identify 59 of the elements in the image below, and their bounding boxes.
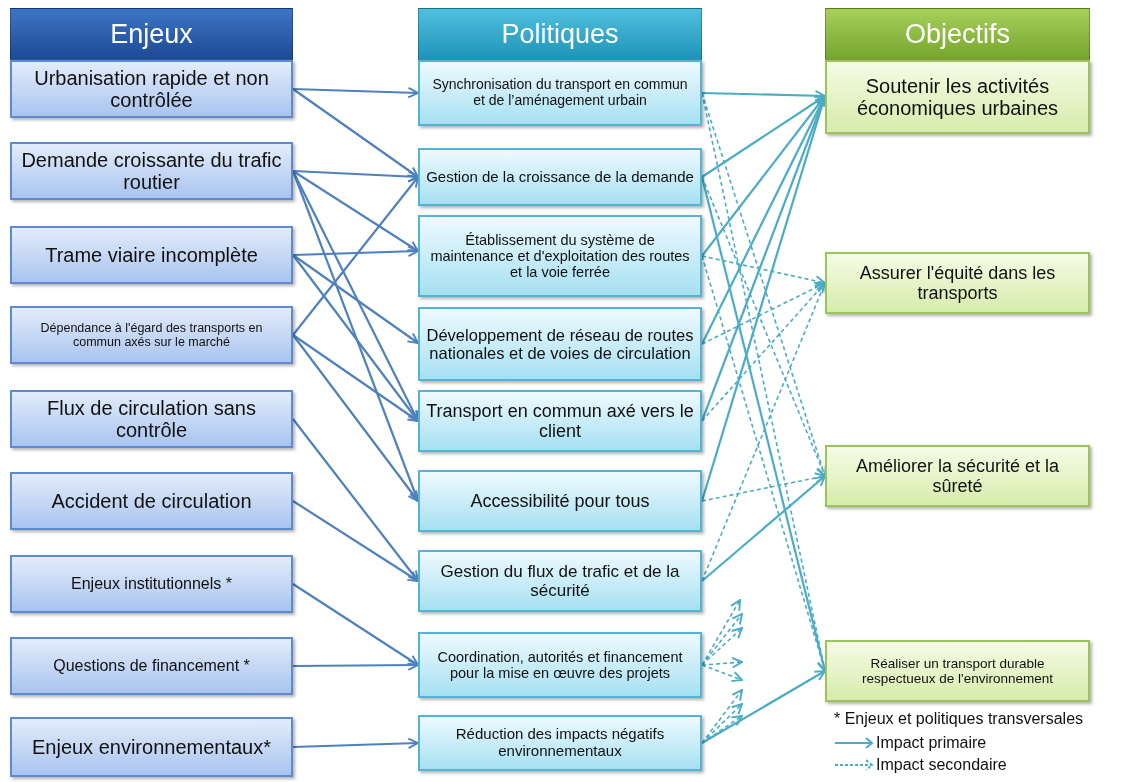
arrow [292,737,419,750]
legend-label: Impact secondaire [876,756,1007,774]
arrow [701,282,826,422]
arrow [292,334,419,502]
policy-box: Gestion du flux de trafic et de la sécurité [418,550,702,612]
objective-box: Réaliser un transport durable respectueux de l'environnement [825,640,1090,702]
column-header: Politiques [418,8,702,60]
arrow [701,715,743,744]
arrow [701,670,826,744]
arrow [292,254,419,422]
arrow [701,627,743,666]
arrow [701,613,743,666]
policy-box: Établissement du système de maintenance et d'exploitation des routes et la voie ferrée [418,215,702,297]
issue-box: Dépendance à l'égard des transports en commun axés sur le marché [10,306,293,364]
column-header: Enjeux [10,8,293,60]
issue-box: Questions de financement * [10,637,293,695]
issue-box: Flux de circulation sans contrôle [10,390,293,448]
issue-box: Demande croissante du trafic routier [10,142,293,200]
arrow [701,282,827,582]
policy-box: Accessibilité pour tous [418,470,702,532]
arrow [701,95,826,345]
policy-box: Transport en commun axé vers le client [418,390,702,452]
column-header: Objectifs [825,8,1090,60]
arrow [292,418,419,582]
arrow [292,176,419,336]
issue-box: Enjeux environnementaux* [10,717,293,777]
legend-label: Impact primaire [876,734,987,752]
arrow [292,334,419,422]
arrow [701,255,828,672]
arrow [293,659,419,671]
arrow [292,88,419,178]
arrow [701,472,826,502]
issue-box: Accident de circulation [10,472,293,530]
arrow [701,282,826,345]
policy-box: Développement de réseau de routes nationales et de voies de circulation [418,307,702,381]
objective-box: Assurer l'équité dans les transports [825,252,1090,314]
issue-box: Urbanisation rapide et non contrôlée [10,60,293,118]
arrow [292,245,419,258]
arrow [292,170,419,252]
arrow [292,500,419,582]
arrow [701,90,826,102]
issue-box: Enjeux institutionnels * [10,555,293,613]
arrow [701,656,743,669]
objective-box: Améliorer la sécurité et la sûreté [825,445,1090,507]
arrow [701,255,826,287]
arrow [292,254,419,344]
arrow [701,176,827,477]
arrow [701,475,826,582]
arrow [292,583,419,666]
policy-box: Coordination, autorités et financement pour la mise en œuvre des projets [418,632,702,698]
arrow [701,664,743,683]
issue-box: Trame viaire incomplète [10,226,293,284]
arrow [292,86,419,99]
arrow [701,703,743,744]
policy-box: Gestion de la croissance de la demande [418,148,702,206]
policy-box: Synchronisation du transport en commun et de l’aménagement urbain [418,60,702,126]
objective-box: Soutenir les activités économiques urbaines [825,60,1090,134]
arrow [701,95,826,257]
policy-box: Réduction des impacts négatifs environnementaux [418,715,702,771]
